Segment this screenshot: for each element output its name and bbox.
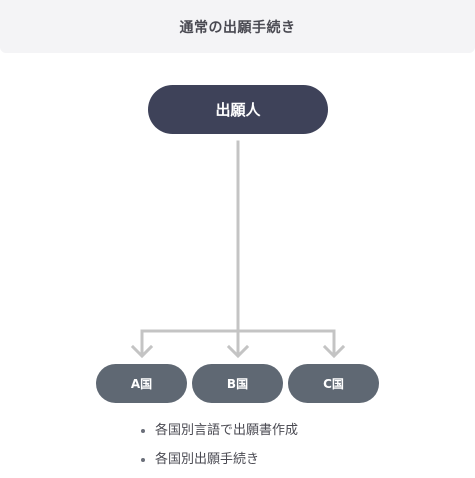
bullet-dot <box>141 429 145 433</box>
note-item: 各国別出願手続き <box>141 449 298 478</box>
country-node-b: B国 <box>192 364 283 403</box>
diagram-title-bar: 通常の出願手続き <box>0 0 475 53</box>
arrowhead-b <box>226 344 250 359</box>
note-text: 各国別言語で出願書作成 <box>155 423 299 438</box>
bullet-dot <box>141 458 145 462</box>
country-label-a: A国 <box>130 377 153 391</box>
country-node-a: A国 <box>96 364 187 403</box>
arrowhead-c <box>322 344 346 359</box>
country-label-b: B国 <box>226 377 249 391</box>
applicant-label: 出願人 <box>215 101 261 119</box>
country-node-c: C国 <box>288 364 379 403</box>
diagram-title: 通常の出願手続き <box>179 19 296 36</box>
country-label-c: C国 <box>323 377 344 391</box>
applicant-node: 出願人 <box>148 85 328 134</box>
note-item: 各国別言語で出願書作成 <box>141 420 298 449</box>
arrowhead-a <box>130 344 154 359</box>
notes-list: 各国別言語で出願書作成 各国別出願手続き <box>141 420 298 478</box>
note-text: 各国別出願手続き <box>155 452 260 467</box>
